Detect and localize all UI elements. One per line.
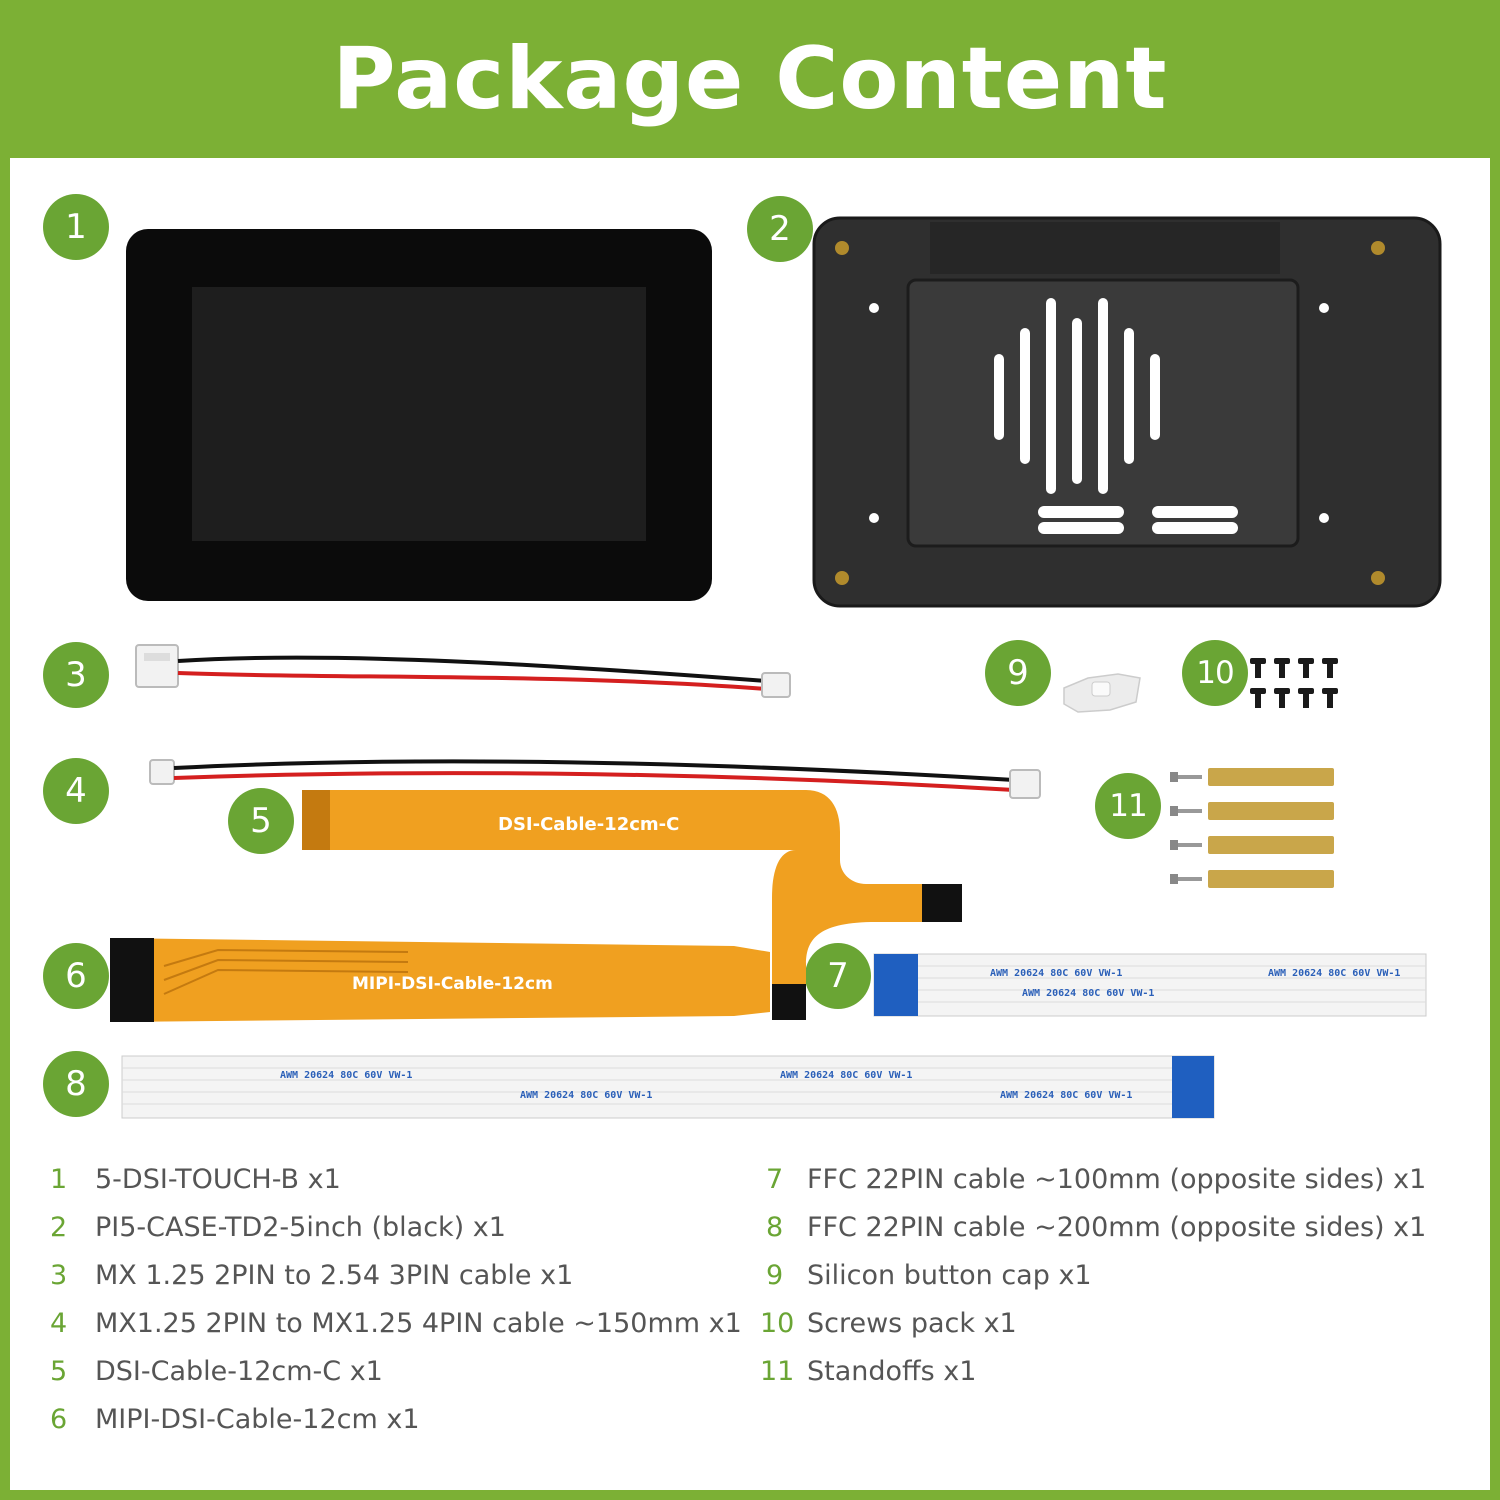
legend-num: 5 (50, 1356, 68, 1387)
legend-num: 2 (50, 1212, 68, 1243)
ffc-100-print-2: AWM 20624 80C 60V VW-1 (1022, 988, 1154, 999)
standoffs-image (1170, 768, 1334, 888)
cable-4pin-image (149, 759, 1041, 799)
legend-text: MIPI-DSI-Cable-12cm x1 (95, 1404, 420, 1435)
display-front-image (126, 229, 712, 601)
case-back-image (812, 216, 1442, 608)
badge-2: 2 (747, 196, 813, 262)
legend-num: 8 (766, 1212, 784, 1243)
badge-9: 9 (985, 640, 1051, 706)
badge-11: 11 (1095, 773, 1161, 839)
legend-text: MX1.25 2PIN to MX1.25 4PIN cable ~150mm … (95, 1308, 742, 1339)
badge-8: 8 (43, 1051, 109, 1117)
legend-right: 7 FFC 22PIN cable ~100mm (opposite sides)… (760, 1160, 1480, 1410)
header-banner: Package Content (0, 0, 1500, 158)
legend-text: Silicon button cap x1 (807, 1260, 1092, 1291)
legend-text: 5-DSI-TOUCH-B x1 (95, 1164, 341, 1195)
badge-1: 1 (43, 194, 109, 260)
legend-num: 1 (50, 1164, 68, 1195)
badge-5: 5 (228, 788, 294, 854)
ffc-200-print-4: AWM 20624 80C 60V VW-1 (1000, 1090, 1132, 1101)
legend-left: 1 5-DSI-TOUCH-B x1 2 PI5-CASE-TD2-5inch (b… (50, 1160, 750, 1450)
legend-num: 7 (766, 1164, 784, 1195)
mipi-dsi-cable-image: MIPI-DSI-Cable-12cm (110, 938, 770, 1022)
legend-text: FFC 22PIN cable ~100mm (opposite sides) … (807, 1164, 1427, 1195)
legend-num: 11 (760, 1356, 795, 1387)
content-panel: 1 2 3 4 5 6 7 8 9 10 11 (10, 158, 1490, 1490)
badge-3: 3 (43, 642, 109, 708)
screws-image (1250, 658, 1338, 708)
mipi-cable-print: MIPI-DSI-Cable-12cm (352, 974, 553, 994)
legend-text: Standoffs x1 (807, 1356, 977, 1387)
legend-num: 3 (50, 1260, 68, 1291)
legend-text: FFC 22PIN cable ~200mm (opposite sides) … (807, 1212, 1427, 1243)
ffc-200mm-image: AWM 20624 80C 60V VW-1 AWM 20624 80C 60V… (121, 1055, 1215, 1119)
dsi-cable-c-image: DSI-Cable-12cm-C (302, 790, 962, 1020)
legend-text: MX 1.25 2PIN to 2.54 3PIN cable x1 (95, 1260, 574, 1291)
cable-3pin-image (135, 644, 791, 698)
legend-text: PI5-CASE-TD2-5inch (black) x1 (95, 1212, 506, 1243)
legend-text: Screws pack x1 (807, 1308, 1017, 1339)
legend-num: 10 (760, 1308, 795, 1339)
ffc-200-print-3: AWM 20624 80C 60V VW-1 (780, 1070, 912, 1081)
legend-num: 6 (50, 1404, 68, 1435)
silicon-cap-image (1063, 673, 1141, 713)
legend-num: 4 (50, 1308, 68, 1339)
badge-6: 6 (43, 943, 109, 1009)
legend-num: 9 (766, 1260, 784, 1291)
badge-10: 10 (1182, 640, 1248, 706)
badge-7: 7 (805, 943, 871, 1009)
ffc-200-print-1: AWM 20624 80C 60V VW-1 (280, 1070, 412, 1081)
ffc-100-print-1: AWM 20624 80C 60V VW-1 (990, 968, 1122, 979)
ffc-100-print-3: AWM 20624 80C 60V VW-1 (1268, 968, 1400, 979)
dsi-cable-c-print: DSI-Cable-12cm-C (498, 814, 679, 835)
page-title: Package Content (332, 29, 1168, 129)
ffc-200-print-2: AWM 20624 80C 60V VW-1 (520, 1090, 652, 1101)
legend-text: DSI-Cable-12cm-C x1 (95, 1356, 383, 1387)
ffc-100mm-image: AWM 20624 80C 60V VW-1 AWM 20624 80C 60V… (873, 953, 1427, 1017)
badge-4: 4 (43, 758, 109, 824)
